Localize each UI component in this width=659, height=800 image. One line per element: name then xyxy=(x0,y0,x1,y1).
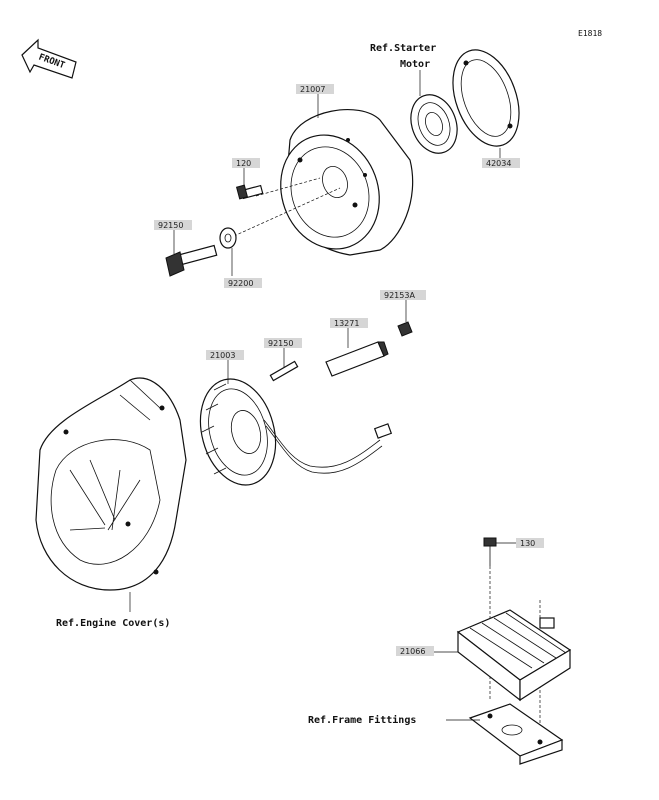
svg-text:42034: 42034 xyxy=(486,159,511,168)
regulator-rectifier xyxy=(456,609,572,702)
svg-text:92150: 92150 xyxy=(268,339,293,348)
part-tag-washer: 92200 xyxy=(224,278,262,288)
regulator-connector xyxy=(539,617,555,629)
bolt-rotor xyxy=(235,184,264,200)
part-tag-stator: 21003 xyxy=(206,350,244,360)
bolt-flange xyxy=(165,244,218,277)
screw-clamp xyxy=(397,321,413,337)
diagram-code: E1818 xyxy=(578,29,602,38)
svg-text:130: 130 xyxy=(520,539,535,548)
bolt-regulator xyxy=(483,537,497,566)
part-tag-screw-clamp: 92153A xyxy=(380,290,426,300)
svg-text:21003: 21003 xyxy=(210,351,235,360)
starter-gear xyxy=(410,94,458,154)
svg-text:13271: 13271 xyxy=(334,319,359,328)
engine-cover xyxy=(35,377,187,591)
clamp xyxy=(325,341,389,377)
ref-starter-motor-line2: Motor xyxy=(400,59,430,70)
front-arrow-icon: FRONT xyxy=(21,38,77,79)
svg-text:120: 120 xyxy=(236,159,251,168)
stator-wire xyxy=(263,419,381,468)
part-tag-bolt-stator: 92150 xyxy=(264,338,302,348)
part-tag-regulator: 21066 xyxy=(396,646,434,656)
rotor xyxy=(280,109,414,256)
part-tag-rotor: 21007 xyxy=(296,84,334,94)
ref-frame-fittings: Ref.Frame Fittings xyxy=(308,714,416,726)
part-tag-bolt-rotor: 120 xyxy=(232,158,260,168)
svg-text:21066: 21066 xyxy=(400,647,425,656)
part-tag-bolt-regulator: 130 xyxy=(516,538,544,548)
svg-text:92153A: 92153A xyxy=(384,291,415,300)
part-tag-bolt-flange: 92150 xyxy=(154,220,192,230)
svg-text:21007: 21007 xyxy=(300,85,325,94)
svg-text:92150: 92150 xyxy=(158,221,183,230)
washer xyxy=(219,227,237,249)
frame-fitting-bracket xyxy=(468,703,564,765)
part-tag-clutch-ring: 42034 xyxy=(482,158,520,168)
stator xyxy=(199,378,277,486)
part-tag-clamp: 13271 xyxy=(330,318,368,328)
starter-clutch-ring xyxy=(452,49,520,147)
stator-connector xyxy=(373,423,393,439)
svg-text:92200: 92200 xyxy=(228,279,253,288)
bolt-stator xyxy=(269,360,299,382)
ref-engine-cover: Ref.Engine Cover(s) xyxy=(56,617,170,629)
ref-starter-motor-line1: Ref.Starter xyxy=(370,43,436,54)
